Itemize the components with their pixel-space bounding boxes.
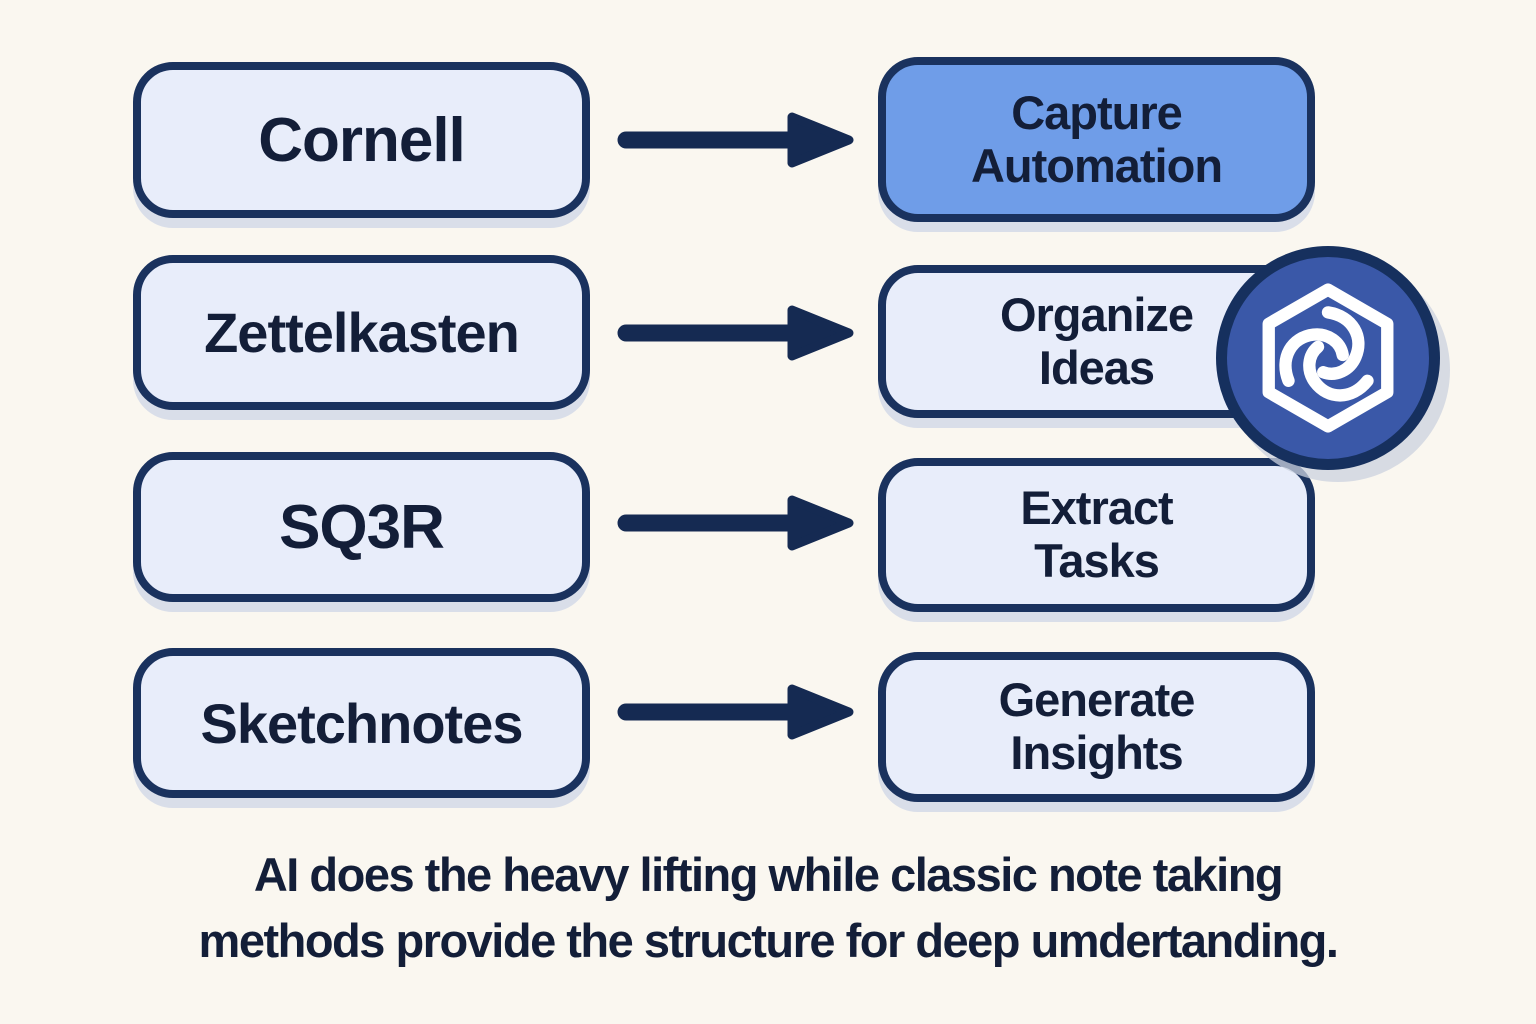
capability-box-capture-automation: Capture Automation <box>878 57 1315 222</box>
capability-label: Extract Tasks <box>1020 481 1173 587</box>
arrow-right-icon <box>616 303 856 363</box>
caption-text: AI does the heavy lifting while classic … <box>198 848 1339 967</box>
capability-label: Capture Automation <box>970 85 1223 192</box>
capability-box-generate-insights: Generate Insights <box>878 652 1315 802</box>
method-label: Sketchnotes <box>200 691 524 755</box>
arrow-right-icon <box>616 110 856 170</box>
method-box-sq3r: SQ3R <box>133 452 590 602</box>
chatgpt-logo-icon <box>1216 246 1440 470</box>
arrow-right-icon <box>616 493 856 553</box>
method-label: Zettelkasten <box>204 301 520 364</box>
method-label: Cornell <box>258 105 466 175</box>
method-label: SQ3R <box>279 492 445 562</box>
method-box-zettelkasten: Zettelkasten <box>133 255 590 410</box>
capability-label: Generate Insights <box>998 673 1196 779</box>
arrow-right-icon <box>616 682 856 742</box>
capability-box-extract-tasks: Extract Tasks <box>878 458 1315 612</box>
capability-label: Organize Ideas <box>999 287 1194 394</box>
method-box-sketchnotes: Sketchnotes <box>133 648 590 798</box>
method-box-cornell: Cornell <box>133 62 590 218</box>
